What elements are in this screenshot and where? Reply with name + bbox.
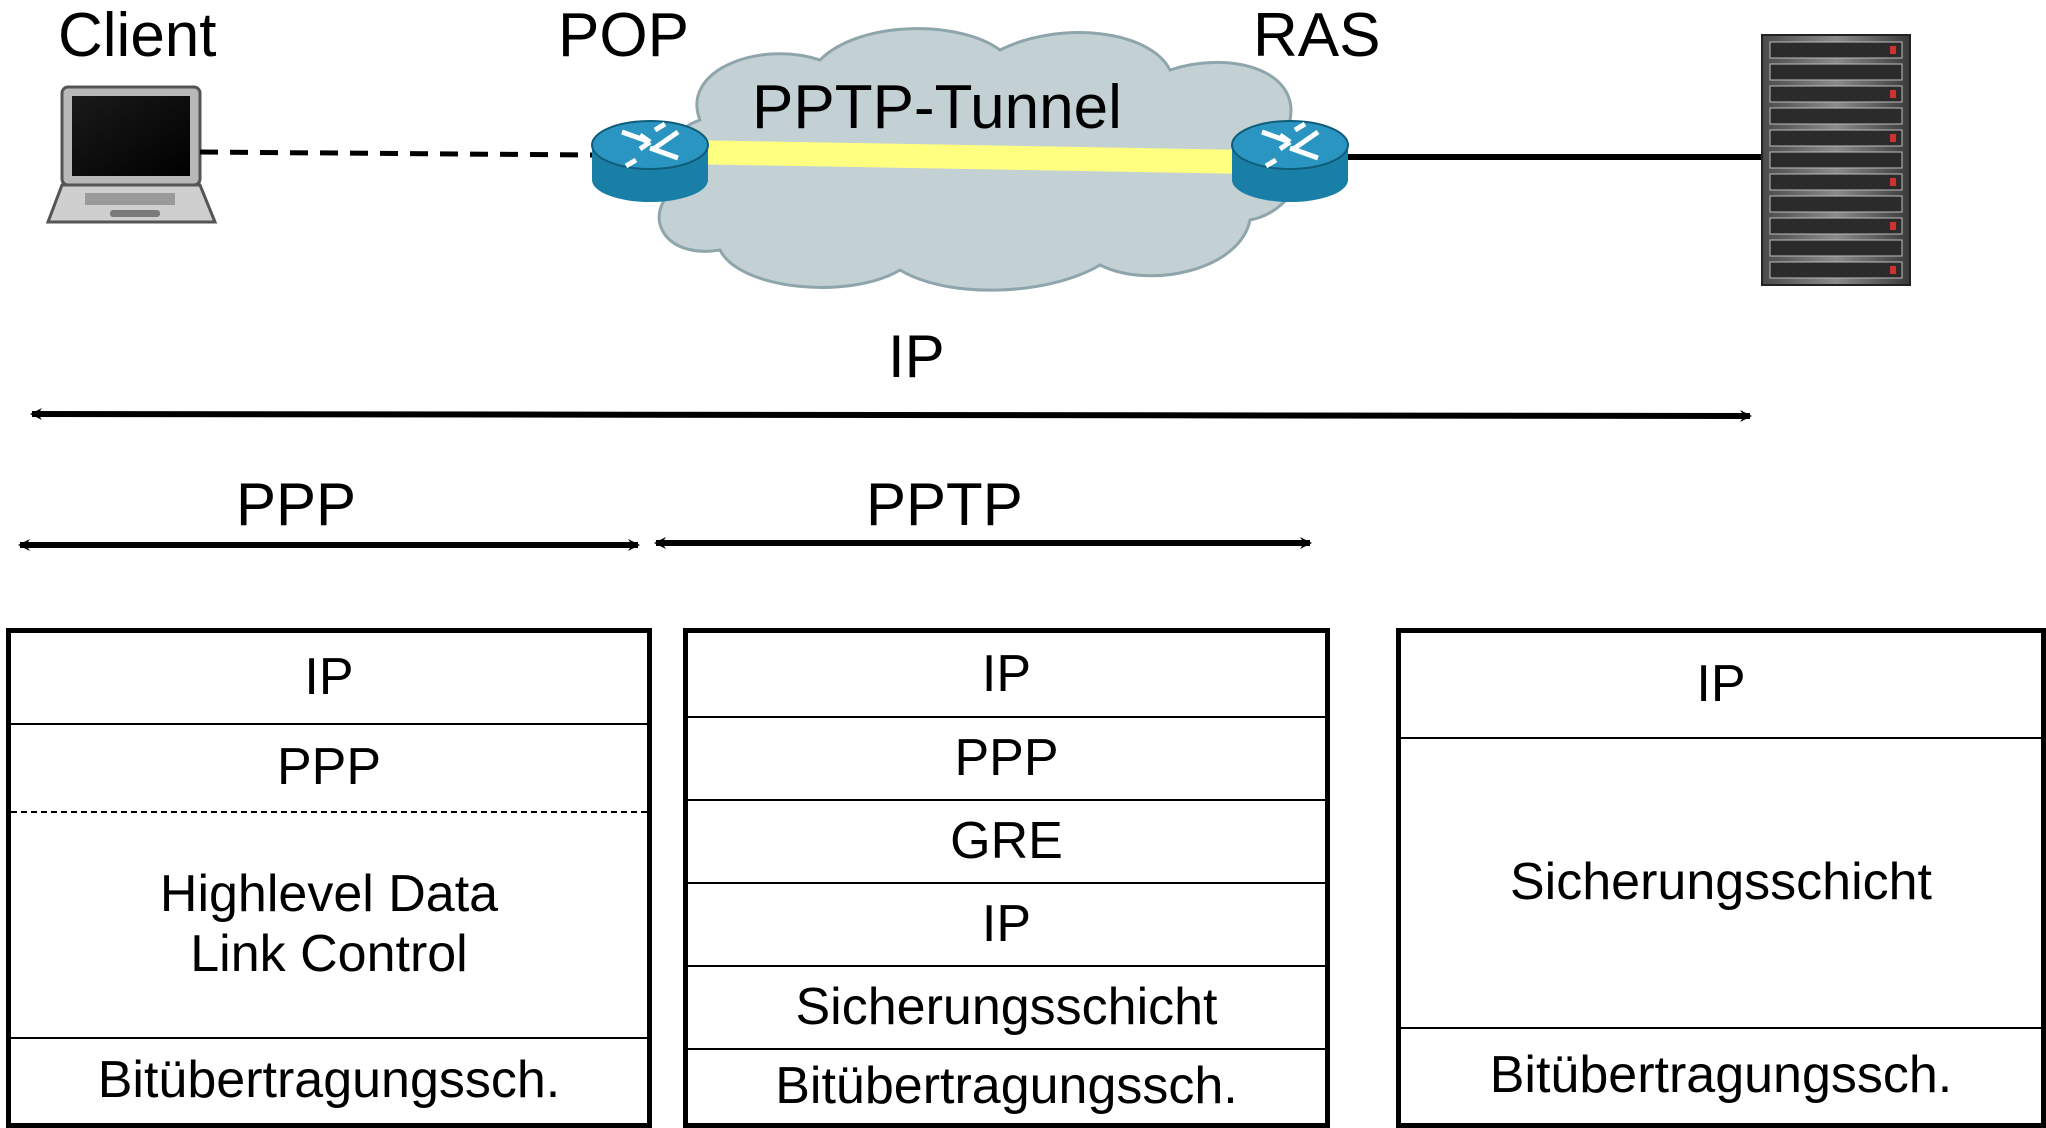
stack-layer: Highlevel Data Link Control <box>11 813 647 1039</box>
pptp-tunnel-bar <box>689 140 1246 174</box>
pptp-span-label: PPTP <box>866 471 1023 538</box>
router-icon <box>591 120 709 202</box>
pptp-tunnel-label: PPTP-Tunnel <box>752 73 1122 142</box>
stack-layer: IP <box>688 633 1325 718</box>
ip-span-arrow <box>30 408 1752 422</box>
client-label: Client <box>58 1 217 70</box>
stack-layer: Sicherungsschicht <box>1401 739 2041 1029</box>
ras-protocol-stack: IP Sicherungsschicht Bitübertragungssch. <box>1396 628 2046 1128</box>
router-icon <box>1231 120 1349 202</box>
ppp-span-label: PPP <box>236 471 356 538</box>
client-protocol-stack: IP PPP Highlevel Data Link Control Bitüb… <box>6 628 652 1128</box>
stack-layer: Bitübertragungssch. <box>97 1051 561 1110</box>
pop-label: POP <box>558 1 689 70</box>
stack-layer: Bitübertragungssch. <box>1489 1046 1953 1105</box>
stack-layer: PPP <box>688 718 1325 801</box>
client-pop-dial-link <box>199 149 593 158</box>
server-rack-icon <box>1761 34 1911 286</box>
pop-protocol-stack: IP PPP GRE IP Sicherungsschicht Bitübert… <box>683 628 1330 1128</box>
stack-layer: IP <box>1401 633 2041 739</box>
stack-layer: PPP <box>11 725 647 813</box>
stack-layer: GRE <box>688 801 1325 884</box>
stack-layer: Sicherungsschicht <box>688 967 1325 1050</box>
stack-layer: Bitübertragungssch. <box>775 1056 1238 1115</box>
stack-layer: IP <box>11 633 647 725</box>
ras-label: RAS <box>1253 1 1380 70</box>
stack-layer: IP <box>688 884 1325 967</box>
laptop-icon <box>45 85 218 224</box>
ip-span-label: IP <box>888 323 945 390</box>
